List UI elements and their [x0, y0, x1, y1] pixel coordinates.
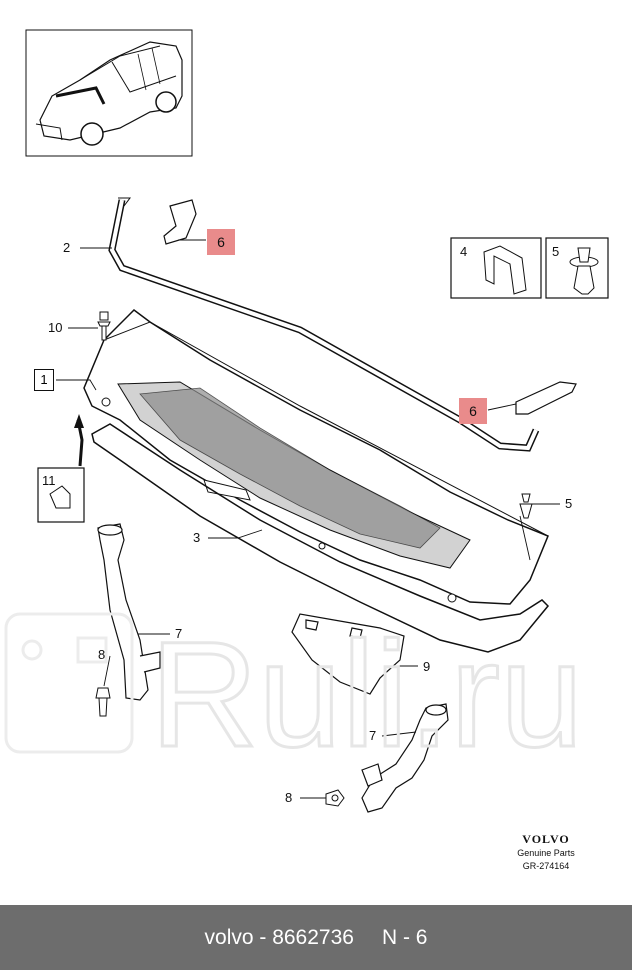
footer-bar: volvo - 8662736 N - 6 — [0, 905, 632, 970]
part-9-panel — [291, 613, 405, 695]
part-5-pin — [519, 493, 533, 519]
footer-position-label: N - 6 — [381, 925, 428, 949]
brand-logo: VOLVO — [522, 832, 570, 846]
callout-2: 2 — [63, 240, 71, 255]
callout-7-left: 7 — [175, 626, 183, 641]
callout-6-highlight-top: 6 — [207, 229, 235, 255]
part-5-box — [545, 237, 609, 299]
callout-1: 1 — [34, 369, 54, 391]
part-8-fastener-left — [95, 687, 111, 717]
callout-11: 11 — [42, 473, 56, 488]
part-8-nut-right — [325, 789, 345, 807]
part-11-box — [37, 414, 85, 523]
callout-9: 9 — [423, 659, 431, 674]
callout-10: 10 — [48, 320, 63, 335]
callout-6-highlight-right: 6 — [459, 398, 487, 424]
callout-5-box: 5 — [552, 244, 560, 259]
part-6-clips — [163, 199, 577, 415]
footer-part-label: volvo - 8662736 — [204, 925, 354, 949]
part-3-gasket — [91, 423, 550, 653]
part-7-duct-left — [97, 523, 161, 701]
callout-8-right: 8 — [285, 790, 293, 805]
brand-block: VOLVO Genuine Parts GR-274164 — [496, 832, 596, 873]
part-2-seal-strip — [108, 197, 540, 452]
part-1-cowl-panel — [83, 309, 549, 605]
callout-4: 4 — [460, 244, 468, 259]
part-7-duct-right — [361, 703, 449, 813]
parts-diagram — [25, 29, 609, 813]
part-4-box — [450, 237, 542, 299]
vehicle-thumbnail — [25, 29, 193, 157]
callout-5-pin: 5 — [565, 496, 573, 511]
callout-7-right: 7 — [369, 728, 377, 743]
callout-8-left: 8 — [98, 647, 106, 662]
callout-3: 3 — [193, 530, 201, 545]
diagram-code: GR-274164 — [522, 861, 570, 871]
part-10-bolt — [97, 311, 111, 341]
brand-tagline: Genuine Parts — [517, 848, 575, 858]
